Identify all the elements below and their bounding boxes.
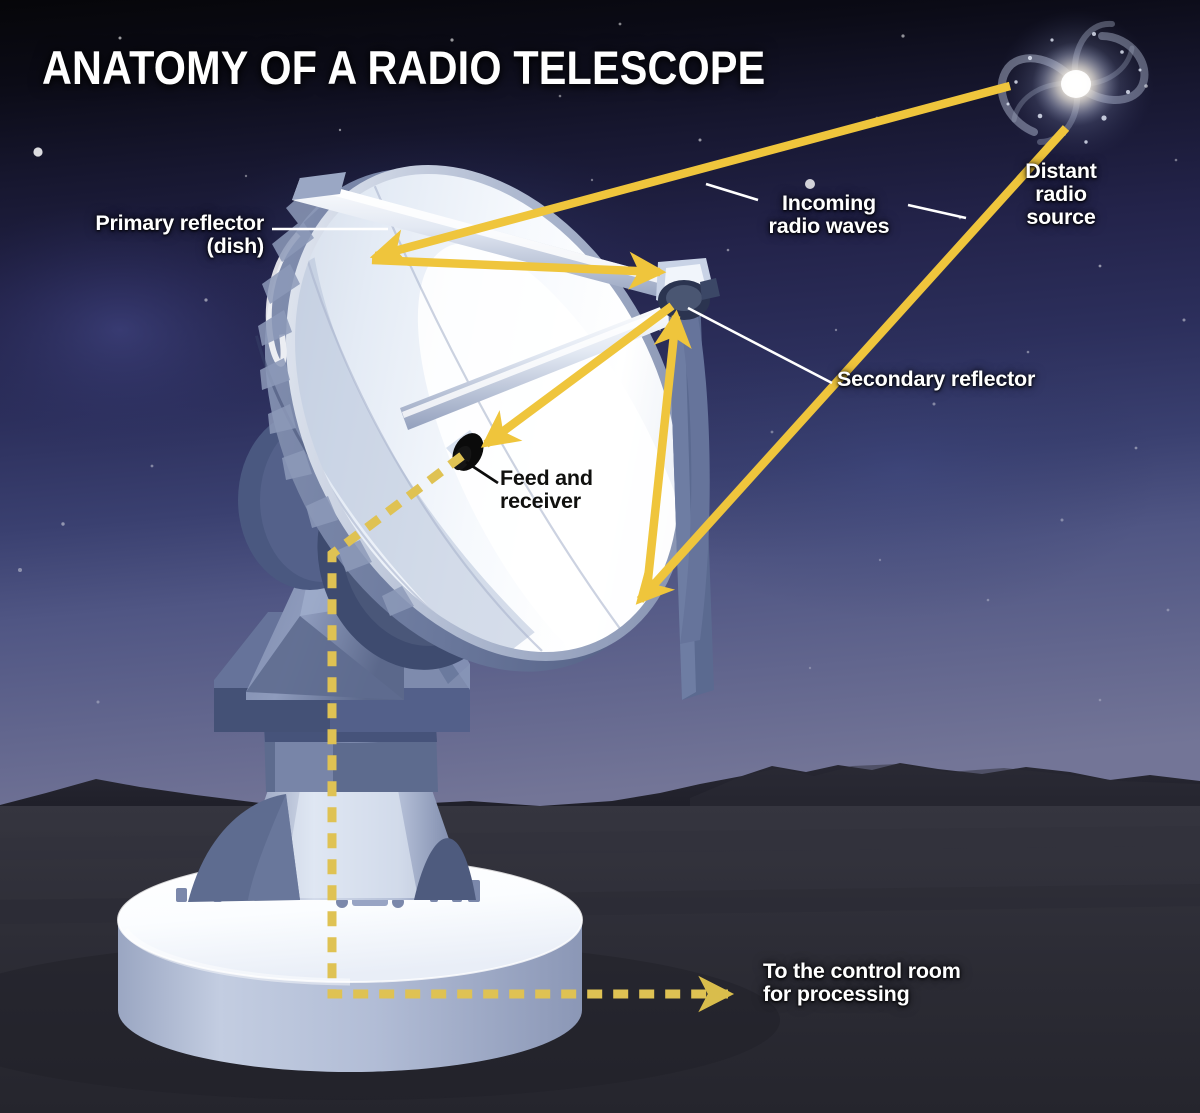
leader-incoming-left (705, 182, 759, 202)
leader-incoming-right (907, 203, 967, 220)
leader-feed-receiver (465, 460, 499, 485)
stars (18, 22, 1186, 704)
secondary-reflector (656, 258, 720, 320)
beam-source-to-dish (369, 81, 1012, 267)
leader-secondary-reflector (687, 306, 833, 385)
dish-support-struts (292, 172, 714, 700)
radio-wave-beams (369, 81, 1070, 605)
leader-lines (272, 182, 967, 485)
beam-lower-dish-to-secondary (641, 309, 692, 599)
beam-source-to-lower-dish (635, 125, 1070, 605)
spiral-galaxy-icon (997, 10, 1154, 158)
beam-secondary-to-feed (480, 302, 675, 448)
radio-telescope (117, 164, 720, 1072)
dashed-signal-cable (327, 452, 735, 1013)
telescope-pedestal-base (188, 790, 476, 902)
beam-dish-to-secondary (371, 251, 667, 290)
